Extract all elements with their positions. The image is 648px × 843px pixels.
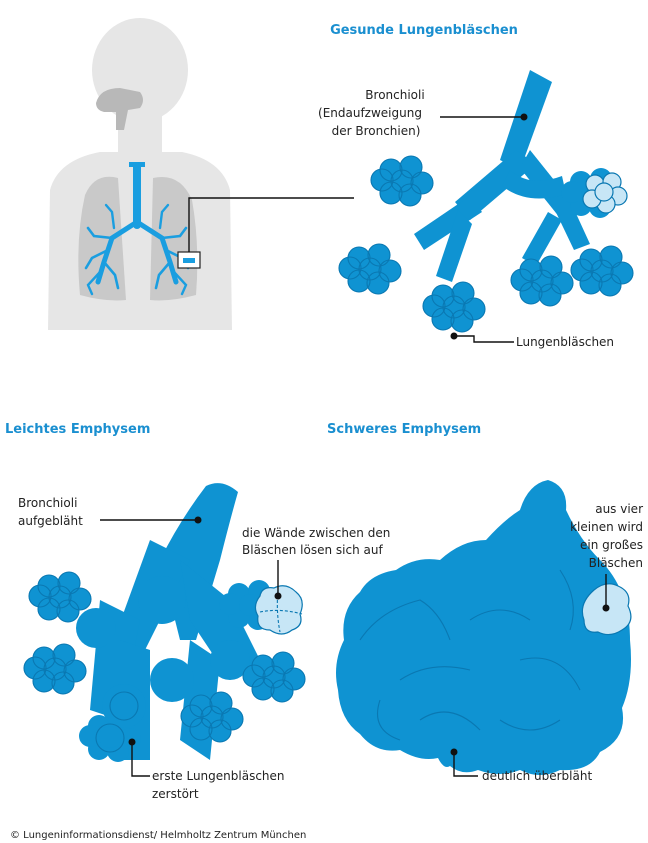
label-walls-2: Bläschen lösen sich auf <box>242 543 383 557</box>
label-bronchioli-3: der Bronchien) <box>332 124 421 138</box>
title-severe: Schweres Emphysem <box>327 422 481 437</box>
label-bronchioli-2: (Endaufzweigung <box>318 106 422 120</box>
left-lung <box>78 177 126 301</box>
healthy-pale-cluster <box>583 173 627 213</box>
label-bronchioli-inflated-1: Bronchioli <box>18 496 77 510</box>
label-four-3: ein großes <box>580 538 643 552</box>
title-healthy: Gesunde Lungenbläschen <box>330 23 518 38</box>
human-figure <box>48 18 354 330</box>
title-mild: Leichtes Emphysem <box>5 422 150 437</box>
label-overinflated: deutlich überbläht <box>482 769 592 783</box>
label-walls-1: die Wände zwischen den <box>242 526 390 540</box>
label-bronchioli-inflated-2: aufgebläht <box>18 514 83 528</box>
label-destroyed-1: erste Lungenbläschen <box>152 769 285 783</box>
label-alveoli: Lungenbläschen <box>516 335 614 349</box>
credit-line: © Lungeninformationsdienst/ Helmholtz Ze… <box>10 830 306 841</box>
label-bronchioli-1: Bronchioli <box>365 88 424 102</box>
leader-alveoli <box>454 336 514 342</box>
label-destroyed-2: zerstört <box>152 787 199 801</box>
label-four-1: aus vier <box>595 502 643 516</box>
label-four-4: Bläschen <box>589 556 643 570</box>
label-four-2: kleinen wird <box>570 520 643 534</box>
